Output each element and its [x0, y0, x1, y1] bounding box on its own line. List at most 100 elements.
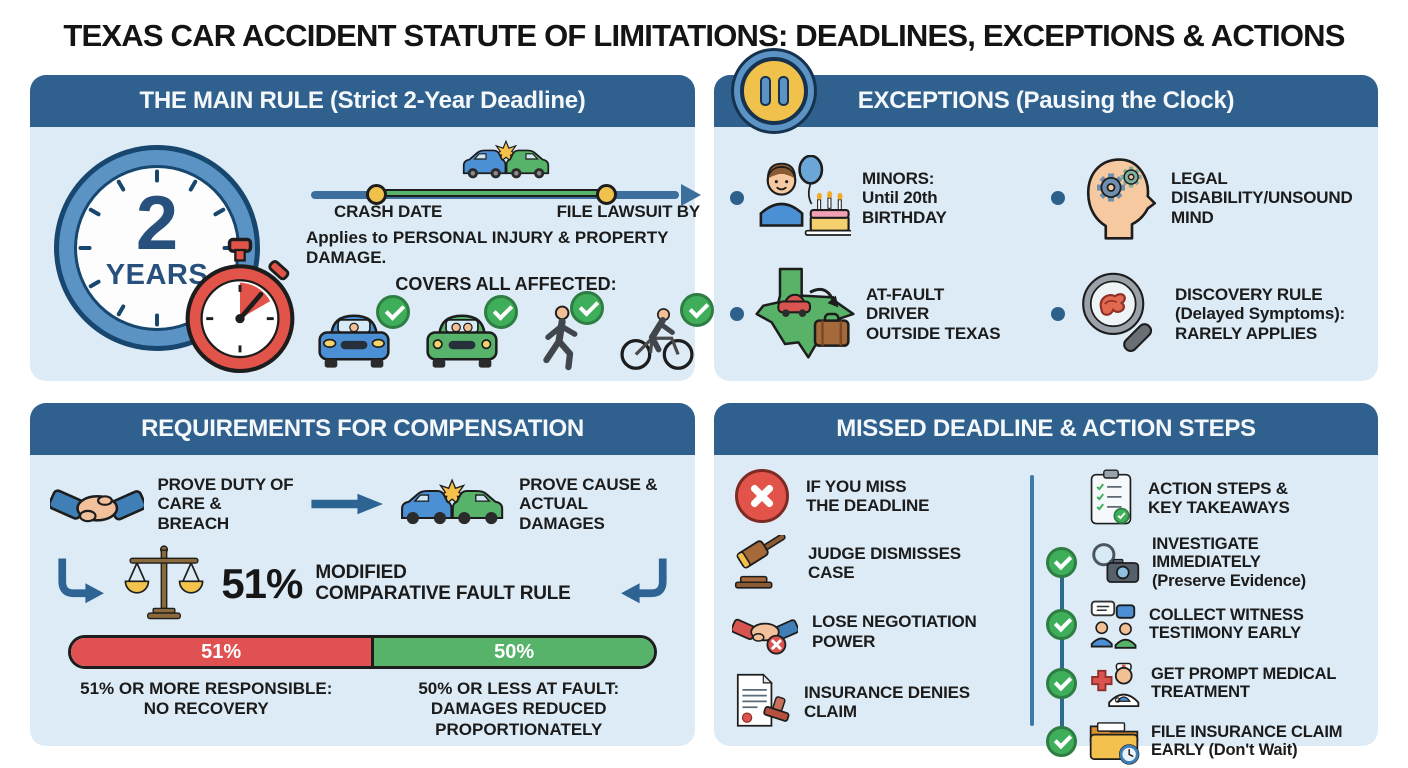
deadline-timeline	[311, 183, 701, 206]
exception-legal-disability-label: LEGAL DISABILITY/UNSOUND MIND	[1171, 168, 1353, 227]
panel-main-rule-body: 2 YEARS	[30, 127, 714, 381]
exception-minors-label: MINORS: Until 20th BIRTHDAY	[862, 168, 947, 227]
action-investigate: INVESTIGATE IMMEDIATELY (Preserve Eviden…	[1046, 535, 1368, 590]
lose-negotiation-label: LOSE NEGOTIATION POWER	[812, 612, 977, 651]
action-collect-witness: COLLECT WITNESS TESTIMONY EARLY	[1046, 599, 1368, 650]
clock-label: 2 YEARS	[77, 168, 237, 328]
covered-green-car	[424, 295, 518, 371]
panel-main-rule: THE MAIN RULE (Strict 2-Year Deadline) 2…	[30, 75, 714, 381]
covers-heading: COVERS ALL AFFECTED:	[395, 274, 617, 294]
applies-note: Applies to PERSONAL INJURY & PROPERTY DA…	[306, 228, 669, 267]
main-rule-timeline-zone: CRASH DATE FILE LAWSUIT BY Applies to PE…	[306, 139, 714, 371]
consequence-miss-deadline: IF YOU MISS THE DEADLINE	[732, 469, 1028, 523]
panel-compensation-title: REQUIREMENTS FOR COMPENSATION	[141, 415, 584, 442]
handshake-x-icon	[732, 618, 798, 655]
crash-cars-small-icon	[400, 477, 504, 524]
consequence-lose-negotiation: LOSE NEGOTIATION POWER	[732, 604, 1028, 660]
head-gears-icon	[1086, 158, 1157, 240]
exception-out-of-state-label: AT-FAULT DRIVER OUTSIDE TEXAS	[866, 284, 1001, 343]
panel-compensation-body: PROVE DUTY OF CARE & BREACH P	[30, 455, 695, 750]
panel-compensation: REQUIREMENTS FOR COMPENSATION PROVE DUTY…	[30, 403, 695, 746]
fault-rule-row: 51% MODIFIED COMPARATIVE FAULT RULE	[50, 543, 675, 625]
action-medical-treatment-label: GET PROMPT MEDICAL TREATMENT	[1151, 664, 1337, 702]
actions-heading-label: ACTION STEPS & KEY TAKEAWAYS	[1148, 478, 1290, 517]
action-collect-witness-label: COLLECT WITNESS TESTIMONY EARLY	[1149, 605, 1304, 643]
timeline-labels: CRASH DATE FILE LAWSUIT BY	[306, 202, 706, 221]
bullet-icon	[730, 191, 744, 205]
pause-icon	[740, 57, 808, 125]
covered-cyclist	[618, 293, 714, 371]
check-icon	[1046, 547, 1077, 579]
document-stamp-icon	[736, 673, 790, 727]
curved-arrow-down-right-icon	[58, 558, 105, 604]
check-icon	[484, 295, 518, 329]
panel-missed-deadline-title: MISSED DEADLINE & ACTION STEPS	[836, 415, 1256, 442]
miss-deadline-label: IF YOU MISS THE DEADLINE	[806, 476, 930, 515]
fault-bar-51: 51%	[71, 638, 372, 666]
clipboard-checklist-icon	[1090, 469, 1132, 525]
actions-column: ACTION STEPS & KEY TAKEAWAYS INV	[1046, 467, 1368, 766]
investigate-camera-icon	[1092, 542, 1140, 583]
insurance-denies-label: INSURANCE DENIES CLAIM	[804, 682, 970, 721]
consequence-insurance-denies: INSURANCE DENIES CLAIM	[732, 672, 1028, 732]
fault-bar: 51% 50%	[68, 635, 657, 669]
arrow-right-icon	[311, 493, 384, 515]
exceptions-grid: MINORS: Until 20th BIRTHDAY	[714, 127, 1378, 377]
folder-clock-icon	[1089, 722, 1140, 766]
clock-face: 2 YEARS	[74, 165, 240, 331]
crash-date-label: CRASH DATE	[334, 201, 443, 221]
check-icon	[1046, 725, 1077, 757]
fault-bar-50: 50%	[371, 638, 654, 666]
bullet-icon	[730, 307, 744, 321]
check-icon	[1046, 608, 1077, 640]
action-investigate-label: INVESTIGATE IMMEDIATELY (Preserve Eviden…	[1152, 535, 1306, 590]
panel-missed-deadline: MISSED DEADLINE & ACTION STEPS IF YOU MI…	[714, 403, 1378, 766]
fault-rule-percentage: 51%	[221, 560, 303, 607]
two-year-clock-icon: 2 YEARS	[54, 145, 260, 351]
deadline-clock-zone: 2 YEARS	[46, 139, 298, 374]
scales-of-justice-icon	[124, 545, 204, 620]
check-icon	[376, 295, 410, 329]
no-recovery-note: 51% OR MORE RESPONSIBLE: NO RECOVERY	[80, 679, 333, 719]
crash-date-dot-icon	[365, 183, 387, 205]
page-title: TEXAS CAR ACCIDENT STATUTE OF LIMITATION…	[63, 18, 1345, 53]
texas-travel-icon	[755, 267, 855, 359]
handshake-icon	[50, 489, 145, 523]
exception-item-legal-disability: LEGAL DISABILITY/UNSOUND MIND	[1051, 153, 1364, 243]
x-circle-icon	[735, 469, 789, 523]
action-steps-connector	[1060, 555, 1064, 746]
stopwatch-icon	[185, 237, 295, 374]
panel-compensation-header: REQUIREMENTS FOR COMPENSATION	[30, 403, 695, 455]
clock-unit: YEARS	[105, 258, 209, 291]
bullet-icon	[1051, 307, 1065, 321]
fault-bar-notes: 51% OR MORE RESPONSIBLE: NO RECOVERY 50%…	[50, 679, 675, 740]
covered-blue-car	[316, 295, 410, 371]
action-file-claim-label: FILE INSURANCE CLAIM EARLY (Don't Wait)	[1151, 722, 1343, 760]
check-icon	[570, 291, 604, 325]
pedestrian-icon	[543, 305, 578, 371]
timeline-two-year-span	[377, 188, 612, 197]
panel-exceptions-header: EXCEPTIONS (Pausing the Clock)	[714, 57, 1378, 127]
check-icon	[680, 293, 714, 327]
panel-main-rule-header: THE MAIN RULE (Strict 2-Year Deadline)	[30, 75, 695, 127]
timeline-arrowhead-icon	[681, 183, 701, 206]
medical-doctor-icon	[1091, 663, 1140, 708]
panel-missed-deadline-body: IF YOU MISS THE DEADLINE JUDGE DISMISSES…	[714, 455, 1378, 766]
action-steps-list: INVESTIGATE IMMEDIATELY (Preserve Eviden…	[1046, 535, 1368, 766]
curved-arrow-down-left-icon	[620, 558, 667, 604]
exception-item-out-of-state: AT-FAULT DRIVER OUTSIDE TEXAS	[730, 267, 1043, 361]
file-lawsuit-dot-icon	[595, 183, 617, 205]
crash-cars-icon	[462, 139, 550, 179]
action-medical-treatment: GET PROMPT MEDICAL TREATMENT	[1046, 658, 1368, 708]
consequence-judge-dismisses: JUDGE DISMISSES CASE	[732, 535, 1028, 591]
panel-missed-deadline-header: MISSED DEADLINE & ACTION STEPS	[714, 403, 1378, 455]
judge-dismisses-label: JUDGE DISMISSES CASE	[808, 543, 961, 583]
reduced-damages-note: 50% OR LESS AT FAULT: DAMAGES REDUCED PR…	[418, 679, 620, 739]
actions-heading: ACTION STEPS & KEY TAKEAWAYS	[1086, 469, 1368, 527]
covered-parties-row	[316, 291, 714, 371]
column-divider	[1030, 475, 1034, 726]
step1-label: PROVE DUTY OF CARE & BREACH	[157, 474, 294, 533]
discovery-magnifier-icon	[1082, 272, 1153, 353]
fault-rule-label: MODIFIED COMPARATIVE FAULT RULE	[315, 562, 571, 604]
